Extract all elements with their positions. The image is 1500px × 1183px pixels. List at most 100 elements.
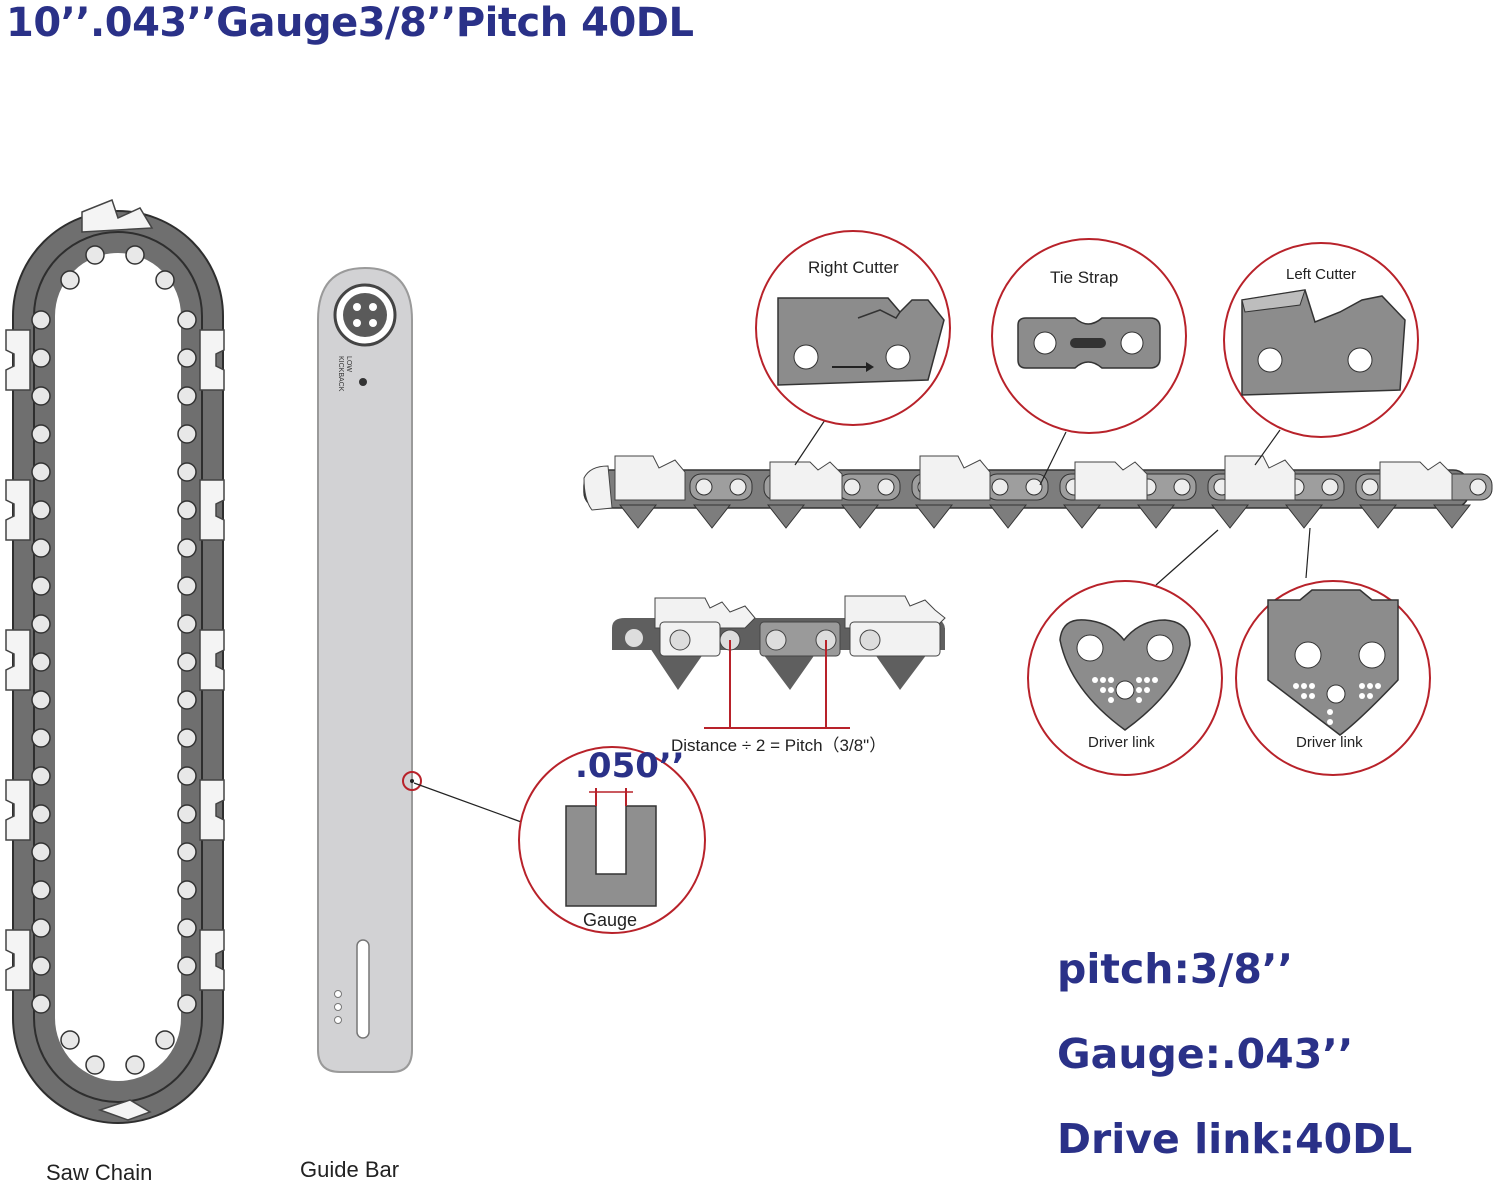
chain-strip-driver-tooth (840, 504, 880, 529)
chain-cutter-right (199, 479, 225, 541)
chain-rivet (60, 270, 80, 290)
chain-strip-rivet (729, 478, 747, 496)
chain-strip-rivet (1321, 478, 1339, 496)
gauge-value: .050’’ (575, 746, 685, 786)
chain-rivet (177, 462, 197, 482)
chain-rivet (177, 614, 197, 634)
chain-strip-driver-tooth (914, 504, 954, 529)
gauge-leader-line (413, 782, 525, 824)
gauge-callout: Gauge (518, 746, 706, 934)
spec-gauge: Gauge:.043’’ (1057, 1030, 1354, 1078)
chain-strip-driver-tooth (1432, 504, 1472, 529)
chain-rivet (31, 614, 51, 634)
driver-link-label-2: Driver link (1296, 734, 1363, 751)
driver-link-callout-1: Driver link (1027, 580, 1223, 776)
chain-cutter-right (199, 779, 225, 841)
chain-strip-rivet (843, 478, 861, 496)
chain-strip-driver-tooth (766, 504, 806, 529)
chain-strip-rivet (877, 478, 895, 496)
chain-cutter-left (5, 479, 31, 541)
chain-rivet (177, 728, 197, 748)
bar-text-kickback: KICKBACK (337, 356, 344, 392)
chain-strip-left-cutter (919, 455, 991, 501)
chain-rivet (177, 576, 197, 596)
chain-rivet (177, 310, 197, 330)
chain-cutter-left (5, 629, 31, 691)
chain-cutter-right (199, 629, 225, 691)
chain-rivet (177, 538, 197, 558)
chain-strip-rivet (695, 478, 713, 496)
chain-rivet (85, 245, 105, 265)
chain-strip-driver-tooth (988, 504, 1028, 529)
chain-strip-driver-tooth (1210, 504, 1250, 529)
chain-strip-rivet (1173, 478, 1191, 496)
chain-rivet (177, 766, 197, 786)
chain-strip-driver-tooth (1358, 504, 1398, 529)
chain-rivet (31, 576, 51, 596)
pitch-formula: Distance ÷ 2 = Pitch（3/8"） (671, 736, 886, 755)
chain-rivet (177, 386, 197, 406)
chain-rivet (177, 348, 197, 368)
chain-rivet (177, 918, 197, 938)
chain-rivet (177, 994, 197, 1014)
chain-strip-left-cutter (614, 455, 686, 501)
chain-strip-driver-tooth (1284, 504, 1324, 529)
chain-strip-rivet (1361, 478, 1379, 496)
chain-rivet (60, 1030, 80, 1050)
chain-rivet (31, 956, 51, 976)
chain-cutter-top (81, 199, 154, 233)
chain-rivet (177, 690, 197, 710)
chain-cutter-left (5, 329, 31, 391)
pitch-diagram: Distance ÷ 2 = Pitch（3/8"） (612, 595, 946, 755)
chain-rivet (31, 880, 51, 900)
page-title: 10’’.043’’Gauge3/8’’Pitch 40DL (6, 0, 694, 46)
left-cutter-callout: Left Cutter (1223, 242, 1419, 438)
chain-rivet (125, 245, 145, 265)
chain-rivet (31, 462, 51, 482)
tie-strap-callout: Tie Strap (991, 238, 1187, 434)
chain-rivet (31, 842, 51, 862)
tie-strap-label: Tie Strap (1050, 268, 1118, 287)
chain-rivet (177, 842, 197, 862)
driver-link-callout-2: Driver link (1235, 580, 1431, 776)
chain-rivet (155, 270, 175, 290)
spec-pitch: pitch:3/8’’ (1057, 945, 1294, 993)
chain-strip-driver-tooth (1062, 504, 1102, 529)
chain-rivet (125, 1055, 145, 1075)
left-cutter-label: Left Cutter (1286, 266, 1356, 283)
chain-rivet (31, 728, 51, 748)
chain-strip-driver-tooth (1136, 504, 1176, 529)
chain-strip (583, 455, 1493, 529)
chain-rivet (31, 424, 51, 444)
chain-rivet (177, 956, 197, 976)
chain-rivet (85, 1055, 105, 1075)
chain-rivet (31, 994, 51, 1014)
bar-text-low: LOW (345, 356, 352, 372)
chain-rivet (31, 652, 51, 672)
chain-strip-rivet (1469, 478, 1487, 496)
chain-cutter-right (199, 329, 225, 391)
chain-rivet (177, 880, 197, 900)
saw-chain-label: Saw Chain (46, 1160, 152, 1183)
chain-strip-driver-tooth (692, 504, 732, 529)
chain-rivet (31, 386, 51, 406)
chain-rivet (177, 652, 197, 672)
chain-rivet (31, 310, 51, 330)
guide-bar-label: Guide Bar (300, 1157, 399, 1182)
spec-drive-link: Drive link:40DL (1057, 1115, 1413, 1163)
chain-rivet (31, 348, 51, 368)
driver-link-label-1: Driver link (1088, 734, 1155, 751)
chain-cutter-left (5, 779, 31, 841)
chain-strip-rivet (1025, 478, 1043, 496)
chain-strip-rivet (991, 478, 1009, 496)
chain-strip-left-cutter (1224, 455, 1296, 501)
chain-strip-right-cutter (769, 461, 843, 501)
saw-chain-loop (5, 199, 225, 1124)
right-cutter-label: Right Cutter (808, 258, 899, 277)
gauge-label: Gauge (583, 910, 637, 930)
chain-strip-right-cutter (1074, 461, 1148, 501)
chain-rivet (31, 918, 51, 938)
chain-rivet (31, 690, 51, 710)
chain-rivet (177, 424, 197, 444)
